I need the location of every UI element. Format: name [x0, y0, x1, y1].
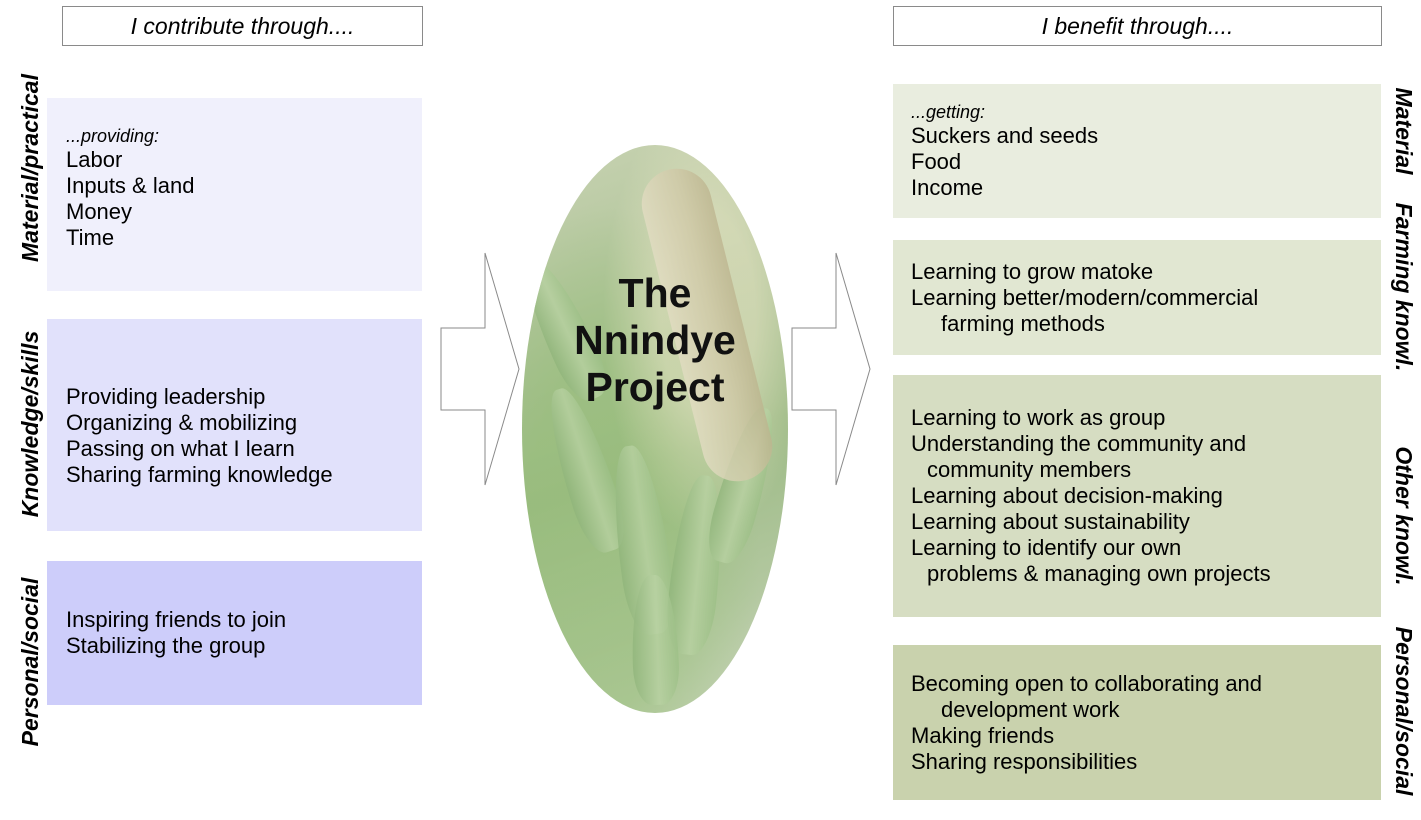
banana-photo-ellipse: [522, 145, 788, 713]
benefit-item: Becoming open to collaborating and: [911, 670, 1263, 696]
benefit-item: farming methods: [941, 310, 1105, 336]
project-title-line: Project: [585, 364, 725, 410]
benefit-item: Learning to identify our own: [911, 535, 1182, 560]
side-label-material-practical: Material/practical: [17, 74, 43, 262]
right-arrow-icon: [791, 252, 871, 486]
benefit-item: community members: [927, 457, 1132, 482]
side-label-other-knowledge: Other knowl.: [1391, 446, 1417, 586]
panel-intro: ...providing:: [66, 126, 160, 146]
benefit-item: Sharing responsibilities: [911, 748, 1138, 774]
contribution-panel-personal: Inspiring friends to join Stabilizing th…: [47, 561, 422, 705]
benefit-item: Income: [911, 175, 984, 200]
benefit-panel-farming-knowledge: Learning to grow matoke Learning better/…: [893, 240, 1381, 355]
benefit-item: development work: [941, 696, 1120, 722]
contribution-item: Inspiring friends to join: [66, 607, 287, 632]
benefit-item: Learning about decision-making: [911, 483, 1223, 508]
benefit-panel-material: ...getting: Suckers and seeds Food Incom…: [893, 84, 1381, 218]
benefit-item: Learning about sustainability: [911, 509, 1190, 534]
contribution-item: Sharing farming knowledge: [66, 462, 333, 487]
side-label-personal-social: Personal/social: [1391, 626, 1417, 796]
benefit-panel-personal: Becoming open to collaborating and devel…: [893, 645, 1381, 800]
contribution-item: Organizing & mobilizing: [66, 410, 298, 435]
side-label-material: Material: [1391, 87, 1417, 175]
contribution-panel-material: ...providing: Labor Inputs & land Money …: [47, 98, 422, 291]
side-label-personal-social: Personal/social: [17, 577, 43, 747]
benefit-item: Understanding the community and: [911, 431, 1247, 456]
contribute-header: I contribute through....: [62, 6, 423, 46]
benefit-item: Suckers and seeds: [911, 123, 1099, 148]
contribution-item: Passing on what I learn: [66, 436, 295, 461]
benefit-header: I benefit through....: [893, 6, 1382, 46]
project-title-line: Nnindye: [574, 317, 736, 363]
contribution-panel-knowledge: Providing leadership Organizing & mobili…: [47, 319, 422, 531]
contribution-item: Providing leadership: [66, 384, 266, 409]
side-label-knowledge-skills: Knowledge/skills: [17, 330, 43, 518]
left-arrow-icon: [440, 252, 520, 486]
benefit-panel-other-knowledge: Learning to work as group Understanding …: [893, 375, 1381, 617]
contribution-item: Stabilizing the group: [66, 633, 266, 658]
benefit-item: problems & managing own projects: [927, 561, 1271, 586]
contribution-item: Time: [66, 225, 115, 250]
contribution-item: Money: [66, 199, 133, 224]
project-title: The Nnindye Project: [522, 270, 788, 411]
benefit-item: Learning better/modern/commercial: [911, 284, 1259, 310]
contribution-item: Labor: [66, 147, 123, 172]
benefit-item: Food: [911, 149, 962, 174]
contribution-item: Inputs & land: [66, 173, 195, 198]
benefit-item: Learning to work as group: [911, 405, 1166, 430]
benefit-item: Making friends: [911, 722, 1055, 748]
project-title-line: The: [618, 270, 692, 316]
panel-intro: ...getting:: [911, 102, 986, 122]
benefit-item: Learning to grow matoke: [911, 258, 1154, 284]
side-label-farming-knowledge: Farming knowl.: [1391, 202, 1417, 372]
